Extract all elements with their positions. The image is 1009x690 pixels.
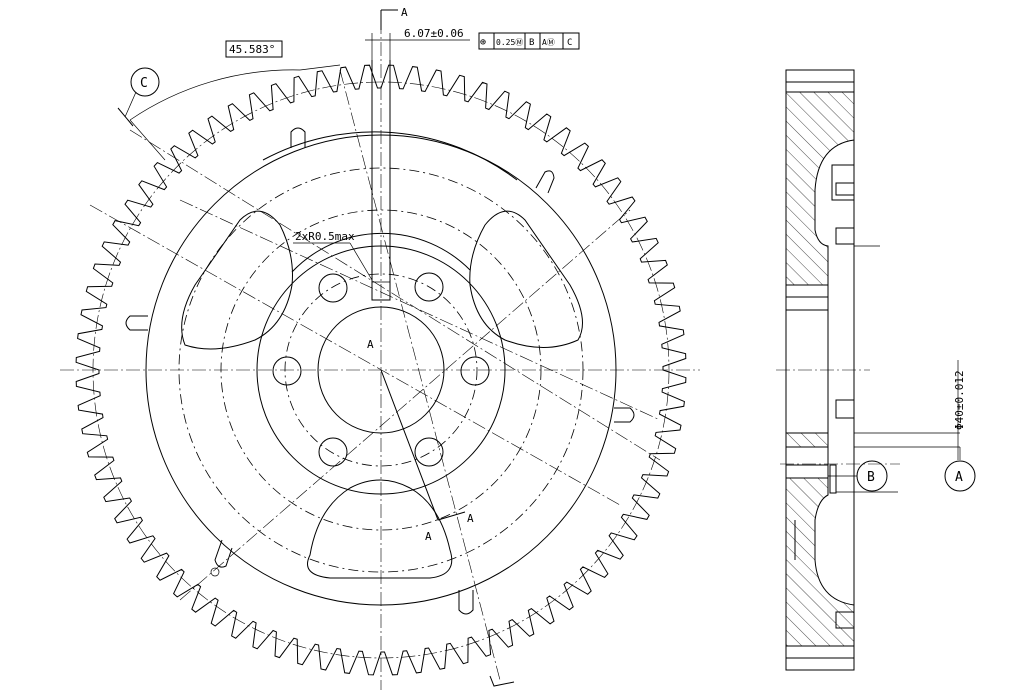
stud-5	[214, 539, 233, 568]
diag-centerline-2	[129, 129, 661, 461]
front-view: A A A A 6.07±0.06 ⊕ 0.25Ⓜ B AⓂ C 45.583°	[60, 6, 700, 690]
hatched-section-upper	[785, 91, 855, 286]
diag-centerline-5	[179, 199, 661, 421]
datum-c-leader	[124, 91, 137, 118]
datum-c-label: C	[140, 76, 148, 91]
stud-3	[125, 315, 148, 331]
angle-dim: 45.583°	[229, 43, 275, 56]
lightening-hole-left	[181, 210, 293, 350]
datum-c-flag	[117, 107, 134, 127]
small-hole	[210, 567, 220, 577]
datum-b-flag	[829, 464, 837, 494]
feature-control-frame: ⊕ 0.25Ⓜ B AⓂ C	[478, 32, 580, 50]
lightening-hole-bottom	[307, 479, 453, 579]
radius-note: 2xR0.5max	[295, 230, 355, 243]
datum-c-circle	[130, 67, 160, 97]
hatched-section-lower	[785, 477, 855, 647]
fcf-tolerance: 0.25Ⓜ	[496, 38, 523, 47]
section-label-cut: A	[467, 512, 474, 525]
datum-b-label: B	[867, 470, 875, 485]
fcf-datum-a: AⓂ	[542, 38, 555, 47]
stud-slot-3	[835, 399, 855, 419]
section-label-center: A	[367, 338, 374, 351]
diag-centerline-4	[339, 69, 501, 681]
lightening-hole-right	[469, 210, 583, 348]
stud-1	[290, 127, 306, 148]
bolt-hole-4	[460, 356, 490, 386]
stud-2	[535, 170, 555, 194]
angle-box	[225, 40, 283, 58]
stud-6	[458, 590, 474, 615]
section-label-top: A	[401, 6, 408, 19]
datum-b-circle	[856, 460, 888, 492]
diag-centerline-1	[89, 204, 621, 506]
diameter-dim: Φ40±0.012	[953, 370, 966, 430]
stud-slot-1	[835, 182, 855, 196]
bolt-hole-2	[414, 272, 444, 302]
angle-ext-line	[129, 119, 166, 161]
key-width-dim: 6.07±0.06	[404, 27, 464, 40]
section-label-cut-2: A	[425, 530, 432, 543]
radius-note-leader	[349, 242, 373, 281]
recess-top	[831, 140, 855, 201]
section-arrow-bottom	[489, 675, 515, 687]
section-view: Φ40±0.012 A B	[776, 69, 976, 671]
datum-a-label: A	[955, 470, 963, 485]
stud-4	[614, 407, 635, 423]
datum-a-circle	[944, 460, 976, 492]
stud-slot-4	[835, 611, 855, 629]
fcf-datum-b: B	[529, 38, 534, 48]
angle-dim-arc	[129, 69, 301, 121]
diag-centerline-3	[179, 209, 631, 601]
section-cut-line	[380, 369, 466, 521]
fcf-datum-c: C	[567, 38, 572, 48]
angle-leader	[299, 64, 341, 71]
hatched-hub	[785, 432, 829, 448]
hub-arc	[262, 131, 518, 181]
bolt-hole-6	[414, 437, 444, 467]
hub-arc-inner	[291, 232, 471, 273]
bolt-hole-5	[318, 437, 348, 467]
fcf-position-symbol: ⊕	[480, 37, 486, 48]
stud-slot-2	[835, 227, 855, 245]
bolt-hole-1	[318, 273, 348, 303]
bolt-hole-3	[272, 356, 302, 386]
keyway	[371, 60, 391, 301]
